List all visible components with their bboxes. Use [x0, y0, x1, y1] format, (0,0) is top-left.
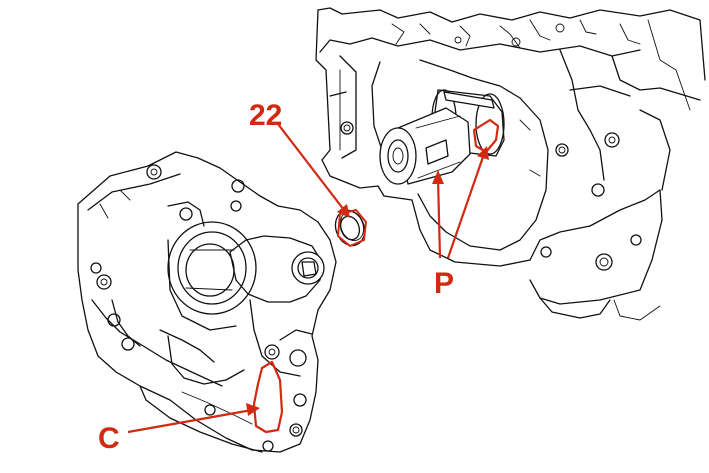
leader-p-right	[446, 153, 486, 259]
arrowhead-p-right	[477, 146, 489, 160]
callout-p: P	[434, 267, 454, 300]
oil-pump-housing	[77, 151, 337, 453]
arrowhead-22	[337, 204, 350, 218]
arrowhead-c	[246, 403, 260, 416]
leader-lines	[127, 123, 489, 434]
callout-22: 22	[249, 99, 282, 132]
sealant-marks	[252, 118, 500, 434]
oil-seal	[334, 209, 366, 247]
oil-seal-outline	[337, 209, 367, 247]
leader-c	[127, 408, 253, 434]
arrowhead-p-left	[432, 170, 444, 184]
sealant-bead-c	[252, 360, 284, 434]
crank-flat-mark	[472, 118, 500, 154]
crankshaft-nose	[379, 89, 505, 185]
callout-c: C	[98, 422, 120, 455]
leader-22	[277, 123, 345, 211]
leader-p-left	[436, 177, 442, 259]
engine-block	[315, 7, 706, 321]
